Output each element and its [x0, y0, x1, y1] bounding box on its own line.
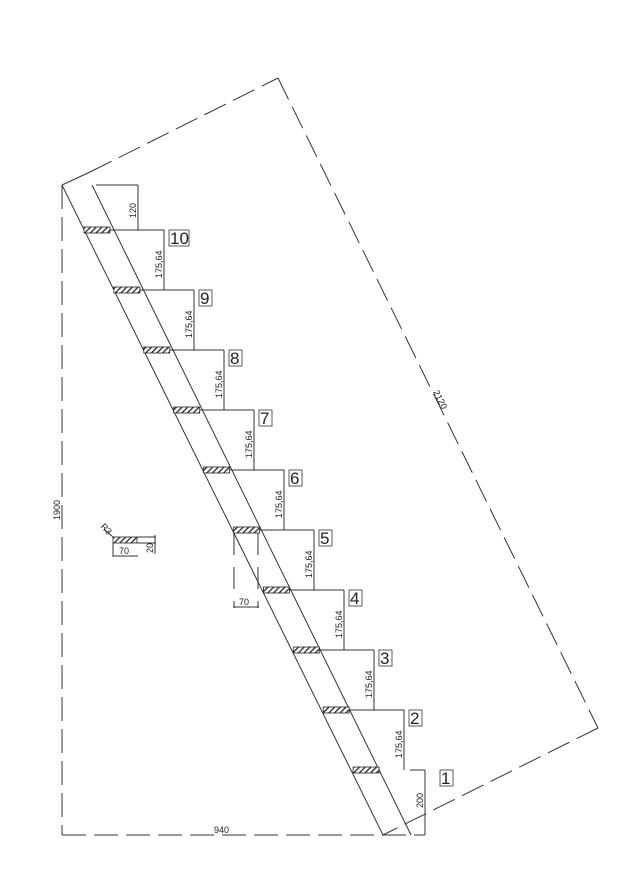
tread-depth-label: 70 [239, 597, 249, 607]
step-number-box-10 [168, 229, 190, 247]
overall-height-label: 1900 [52, 500, 62, 520]
step-number-box-7 [258, 409, 273, 427]
stringer-right [91, 184, 412, 836]
detail-width-label: 70 [119, 546, 129, 556]
envelope-top-solid [61, 171, 91, 186]
step-number-10: 10 [170, 229, 189, 248]
tread-2 [322, 706, 350, 714]
tread-8 [143, 346, 171, 354]
tread-4 [262, 586, 290, 594]
riser-label-6: 175,64 [274, 490, 284, 518]
tread-7 [173, 406, 201, 414]
riser-label-10: 175,64 [154, 250, 164, 278]
step-number-box-3 [378, 649, 393, 667]
step-number-1: 1 [441, 769, 450, 788]
riser-label-4: 175,64 [334, 610, 344, 638]
step-number-box-2 [408, 709, 423, 727]
tread-section-detail [112, 536, 138, 544]
step-number-box-8 [228, 349, 243, 367]
riser-label-9: 175,64 [184, 310, 194, 338]
envelope-bottom-edge [382, 727, 599, 836]
envelope-top-edge [89, 77, 279, 173]
step-number-box-4 [348, 589, 363, 607]
riser-label-7: 175,64 [244, 430, 254, 458]
step-number-3: 3 [380, 649, 389, 668]
riser-label-3: 175,64 [364, 670, 374, 698]
step-number-box-5 [318, 529, 333, 547]
stringer-left [61, 184, 384, 836]
riser-label-8: 175,64 [214, 370, 224, 398]
detail-radius-label: R3 [99, 521, 114, 536]
step-number-4: 4 [350, 589, 359, 608]
overall-width-label: 940 [214, 825, 229, 835]
detail-thickness-label: 20 [145, 543, 155, 553]
tread-10 [83, 226, 111, 234]
riser-label-2: 175,64 [394, 730, 404, 758]
tread-3 [292, 646, 320, 654]
step-number-box-1 [439, 769, 454, 787]
first-riser-label: 200 [415, 793, 425, 808]
tread-6 [203, 466, 231, 474]
tread-9 [113, 286, 141, 294]
top-offset-label: 120 [128, 203, 138, 218]
step-number-2: 2 [410, 709, 419, 728]
step-number-box-9 [198, 289, 213, 307]
step-number-6: 6 [290, 469, 299, 488]
overall-length-label: 2120 [431, 388, 449, 410]
envelope-right-edge [277, 77, 599, 729]
step-number-7: 7 [260, 409, 269, 428]
step-number-8: 8 [230, 349, 239, 368]
step-number-9: 9 [200, 289, 209, 308]
tread-5 [233, 526, 260, 534]
step-number-box-6 [288, 469, 303, 487]
riser-label-5: 175,64 [304, 550, 314, 578]
tread-1 [352, 766, 380, 774]
radius-leader [103, 528, 114, 538]
step-number-5: 5 [320, 529, 329, 548]
